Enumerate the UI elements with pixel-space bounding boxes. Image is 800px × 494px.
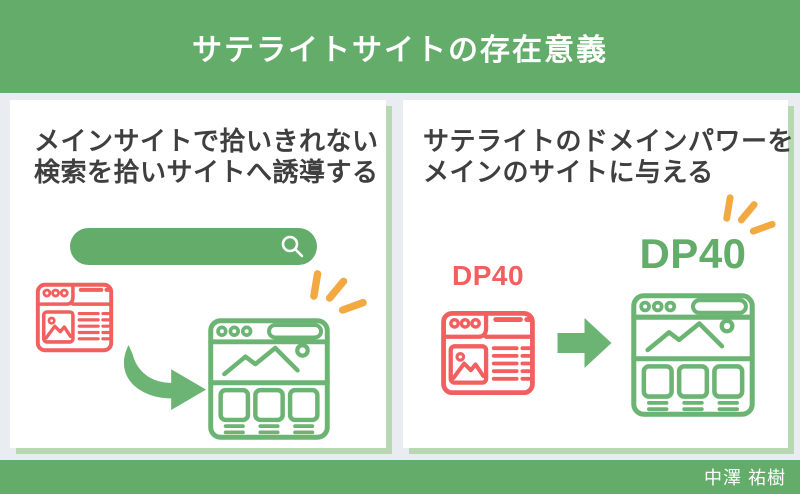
- panel-search-funnel: メインサイトで拾いきれない 検索を拾いサイトへ誘導する: [10, 100, 386, 448]
- header-banner: サテライトサイトの存在意義: [0, 0, 800, 93]
- search-icon: [281, 235, 304, 258]
- main-site-icon: [208, 318, 330, 440]
- satellite-dp-label: DP40: [451, 260, 525, 291]
- heading-line: サテライトのドメインパワーを: [423, 126, 795, 156]
- transfer-arrow-icon: [557, 318, 612, 368]
- panel-domain-power: サテライトのドメインパワーを メインのサイトに与える DP40 DP40: [403, 100, 794, 448]
- heading-line: 検索を拾いサイトへ誘導する: [34, 156, 379, 187]
- main-site-icon: [631, 293, 755, 417]
- main-dp-label: DP40: [639, 230, 747, 277]
- panel-heading: メインサイトで拾いきれない 検索を拾いサイトへ誘導する: [34, 126, 379, 187]
- footer-banner: 中澤 祐樹: [0, 460, 800, 494]
- author-name: 中澤 祐樹: [703, 468, 786, 488]
- sparkle-icon: [723, 194, 776, 235]
- satellite-site-icon: [441, 310, 535, 396]
- satellite-site-icon: [35, 282, 114, 353]
- page-title: サテライトサイトの存在意義: [192, 33, 608, 67]
- search-bar-illustration: [70, 228, 317, 265]
- panel-heading: サテライトのドメインパワーを メインのサイトに与える: [423, 126, 794, 187]
- sparkle-icon: [310, 270, 367, 314]
- heading-line: メインサイトで拾いきれない: [34, 126, 379, 156]
- heading-line: メインのサイトに与える: [423, 156, 714, 187]
- curved-arrow-icon: [123, 345, 207, 410]
